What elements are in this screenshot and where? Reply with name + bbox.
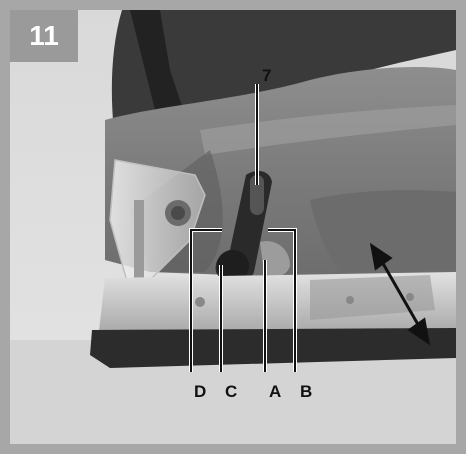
movement-arrow: [369, 242, 431, 346]
callout-7: 7: [262, 66, 272, 85]
blade-holder: [134, 200, 144, 280]
figure-number-badge: 11: [10, 10, 78, 62]
base-plate-detail: [310, 275, 435, 320]
callout-d: D: [194, 382, 207, 401]
base-rivet-2: [346, 296, 354, 304]
callout-leaders-dark: [190, 84, 296, 372]
callout-b: B: [300, 382, 313, 401]
guard-screw-inner: [171, 206, 185, 220]
callout-c: C: [225, 382, 238, 401]
base-rivet-3: [406, 293, 414, 301]
housing-recess: [310, 190, 456, 272]
callout-a: A: [269, 382, 282, 401]
lever-slot: [250, 175, 264, 215]
base-rivet-1: [195, 297, 205, 307]
handle-grip-edge: [130, 10, 190, 130]
chip-guard: [109, 159, 206, 286]
jigsaw-photo: [10, 10, 456, 444]
lever-knob: [217, 250, 249, 282]
base-plate-lip: [90, 328, 456, 368]
lever-scale: [260, 241, 290, 277]
housing-highlight: [200, 105, 456, 155]
